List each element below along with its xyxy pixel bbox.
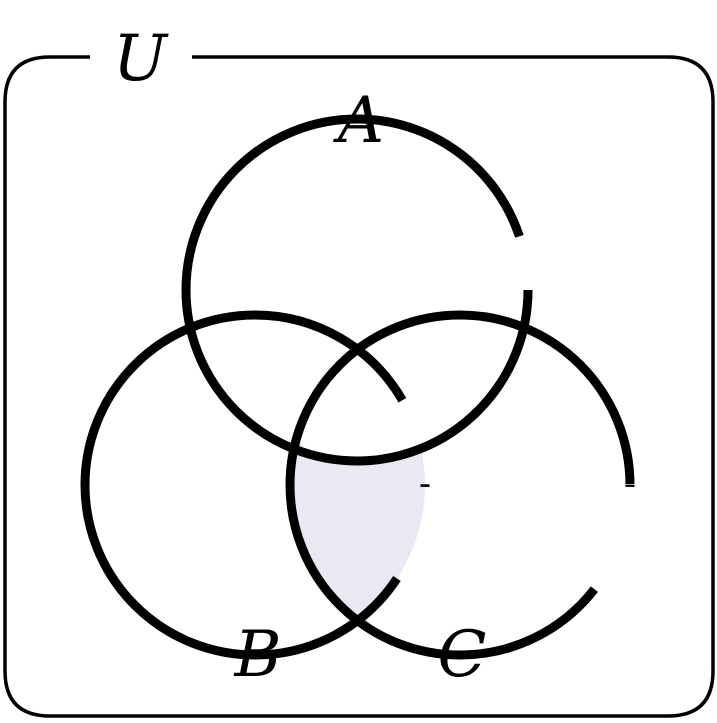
set-b-label: B [233,618,281,692]
set-c-circle [285,310,635,660]
set-a-circle [181,114,533,466]
universe-boundary [3,55,715,718]
set-b-circle [80,310,430,660]
universe-label: U [113,22,169,96]
set-c-label: C [438,618,487,692]
set-a-label: A [333,84,384,158]
